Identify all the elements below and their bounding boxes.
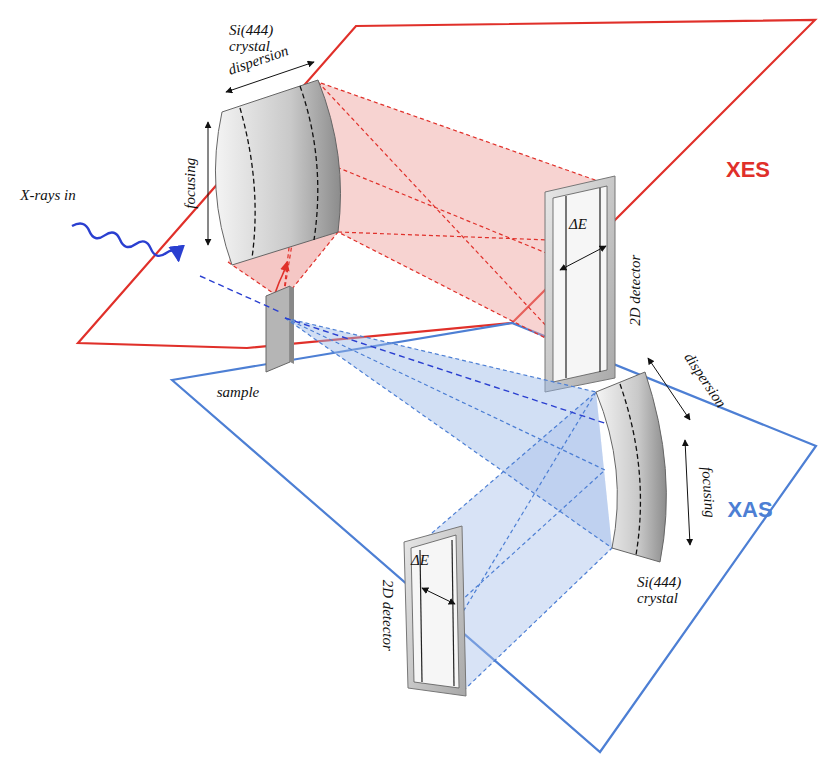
section-title: XES xyxy=(726,158,770,182)
part-label: 2D detector xyxy=(380,579,397,650)
axis-label: ΔE xyxy=(411,552,429,569)
part-label: sample xyxy=(217,384,260,401)
delta-e-arrow xyxy=(560,246,606,270)
incident-wave xyxy=(71,221,181,261)
xas-rays xyxy=(285,318,612,692)
focusing-arrow xyxy=(685,440,690,545)
part-label: 2D detector xyxy=(628,254,645,325)
delta-e-arrow xyxy=(422,588,455,604)
xes-crystal xyxy=(215,80,340,265)
beam-label: X-rays in xyxy=(20,187,75,204)
section-title: XAS xyxy=(727,498,772,522)
axis-label: focusing xyxy=(182,158,199,209)
sample-plate xyxy=(266,286,290,372)
xas-detector xyxy=(404,526,466,696)
axis-label: ΔE xyxy=(569,216,587,233)
focusing-arrow xyxy=(208,122,209,245)
xes-detector xyxy=(545,176,615,392)
axis-label: focusing xyxy=(698,466,718,518)
part-label: Si(444) crystal xyxy=(637,574,699,607)
xas-crystal xyxy=(596,372,666,562)
dispersion-arrow xyxy=(648,358,690,420)
